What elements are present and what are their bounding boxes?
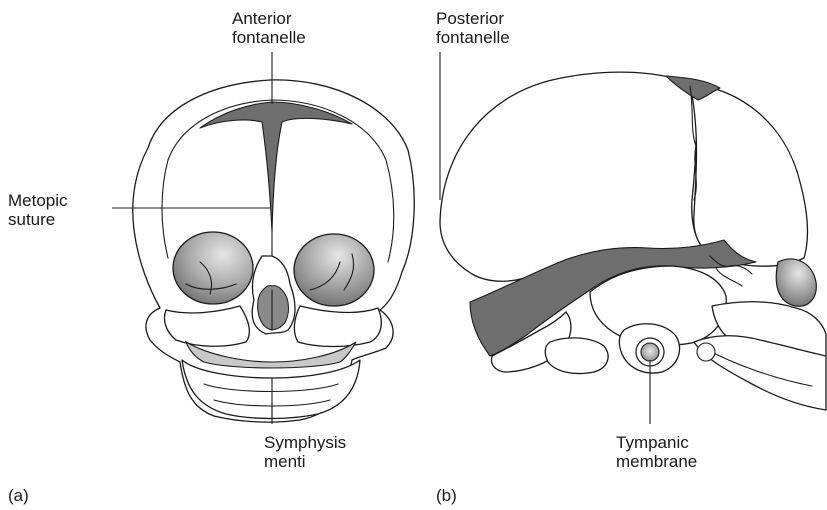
maxilla — [164, 306, 249, 346]
metopic-suture-label-line2: suture — [8, 210, 68, 229]
anterior-fontanelle-label-line2: fontanelle — [232, 28, 306, 47]
mastoid-process — [545, 338, 608, 374]
nasal-cavity-shadow — [258, 286, 289, 330]
mandible-condyle — [697, 343, 715, 361]
tympanic-membrane-label: Tympanic membrane — [616, 433, 697, 471]
panel-a-label: (a) — [8, 486, 29, 505]
tympanic-membrane-label-line2: membrane — [616, 452, 697, 471]
tympanic-membrane-label-line1: Tympanic — [616, 433, 697, 452]
metopic-suture-label-line1: Metopic — [8, 191, 68, 210]
maxilla-right — [294, 306, 381, 347]
lateral-orbit — [776, 259, 816, 306]
anterior-fontanelle-label-line1: Anterior — [232, 9, 306, 28]
lateral-skull-view — [440, 52, 826, 424]
posterior-fontanelle-label-line2: fontanelle — [436, 28, 510, 47]
anterior-fontanelle-label: Anterior fontanelle — [232, 9, 306, 47]
symphysis-menti-label-line2: menti — [264, 452, 346, 471]
metopic-suture-label: Metopic suture — [8, 191, 68, 229]
posterior-fontanelle-label: Posterior fontanelle — [436, 9, 510, 47]
frontal-bone — [690, 84, 807, 266]
symphysis-menti-label: Symphysis menti — [264, 433, 346, 471]
left-orbit — [173, 232, 253, 304]
tympanic-membrane-shape — [641, 343, 659, 361]
panel-b-label: (b) — [436, 486, 457, 505]
frontal-skull-view — [112, 52, 414, 424]
symphysis-menti-label-line1: Symphysis — [264, 433, 346, 452]
posterior-fontanelle-label-line1: Posterior — [436, 9, 510, 28]
right-orbit — [294, 234, 374, 306]
